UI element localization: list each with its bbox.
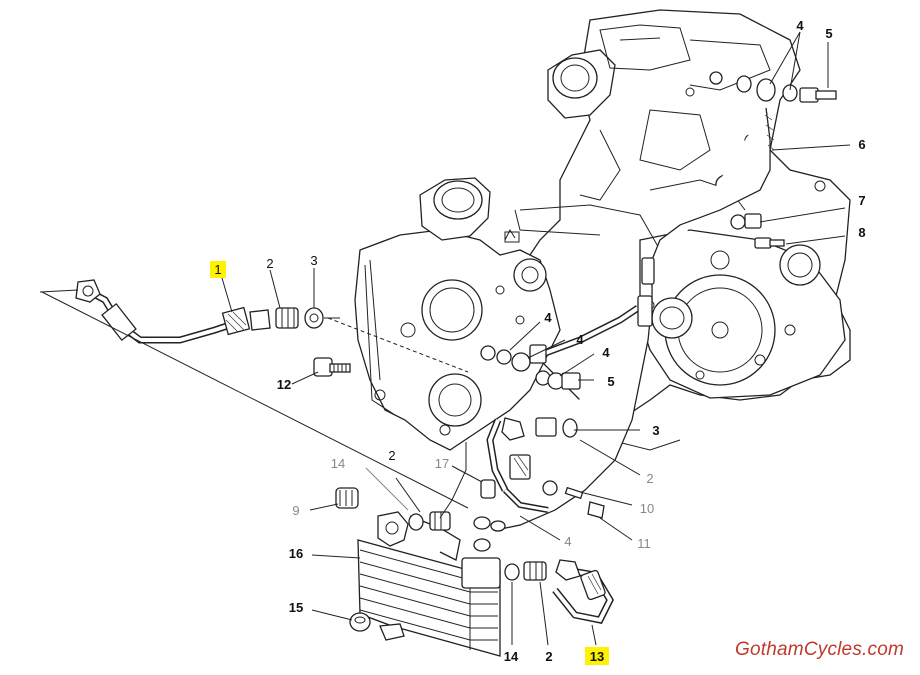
- callout-6: 6: [858, 137, 865, 152]
- callout-4: 4: [602, 345, 610, 360]
- callout-16: 16: [289, 546, 303, 561]
- callout-2: 2: [388, 448, 395, 463]
- fitting-group-left: [275, 307, 351, 377]
- leader-lines: [39, 31, 851, 646]
- callout-14: 14: [504, 649, 519, 664]
- callout-5: 5: [607, 374, 614, 389]
- callout-2: 2: [646, 471, 653, 486]
- callout-10: 10: [640, 501, 654, 516]
- callout-7: 7: [858, 193, 865, 208]
- callout-2: 2: [545, 649, 552, 664]
- callout-1: 1: [214, 262, 221, 277]
- fitting-group-center: [473, 71, 837, 552]
- callout-4: 4: [544, 310, 552, 325]
- callout-11: 11: [637, 536, 651, 551]
- callout-8: 8: [858, 225, 865, 240]
- callout-3: 3: [310, 253, 317, 268]
- callout-2: 2: [266, 256, 273, 271]
- oil-line-left: [75, 279, 271, 344]
- callout-13: 13: [590, 649, 604, 664]
- oil-cooler: [335, 487, 614, 657]
- callout-9: 9: [292, 503, 299, 518]
- callout-3: 3: [652, 423, 659, 438]
- callout-4: 4: [564, 534, 571, 549]
- callout-labels: 1 2 3 12 4 5 6 7 8 4 4 4 5 3 2 14 17 2 9…: [210, 18, 866, 665]
- callout-4: 4: [576, 332, 584, 347]
- callout-1-highlight: [210, 261, 226, 278]
- callout-4: 4: [796, 18, 804, 33]
- callout-12: 12: [277, 377, 291, 392]
- callout-15: 15: [289, 600, 303, 615]
- callout-14: 14: [331, 456, 345, 471]
- callout-17: 17: [435, 456, 449, 471]
- callout-13-highlight: [585, 647, 609, 665]
- callout-5: 5: [825, 26, 832, 41]
- watermark-logo: GothamCycles.com: [735, 639, 904, 660]
